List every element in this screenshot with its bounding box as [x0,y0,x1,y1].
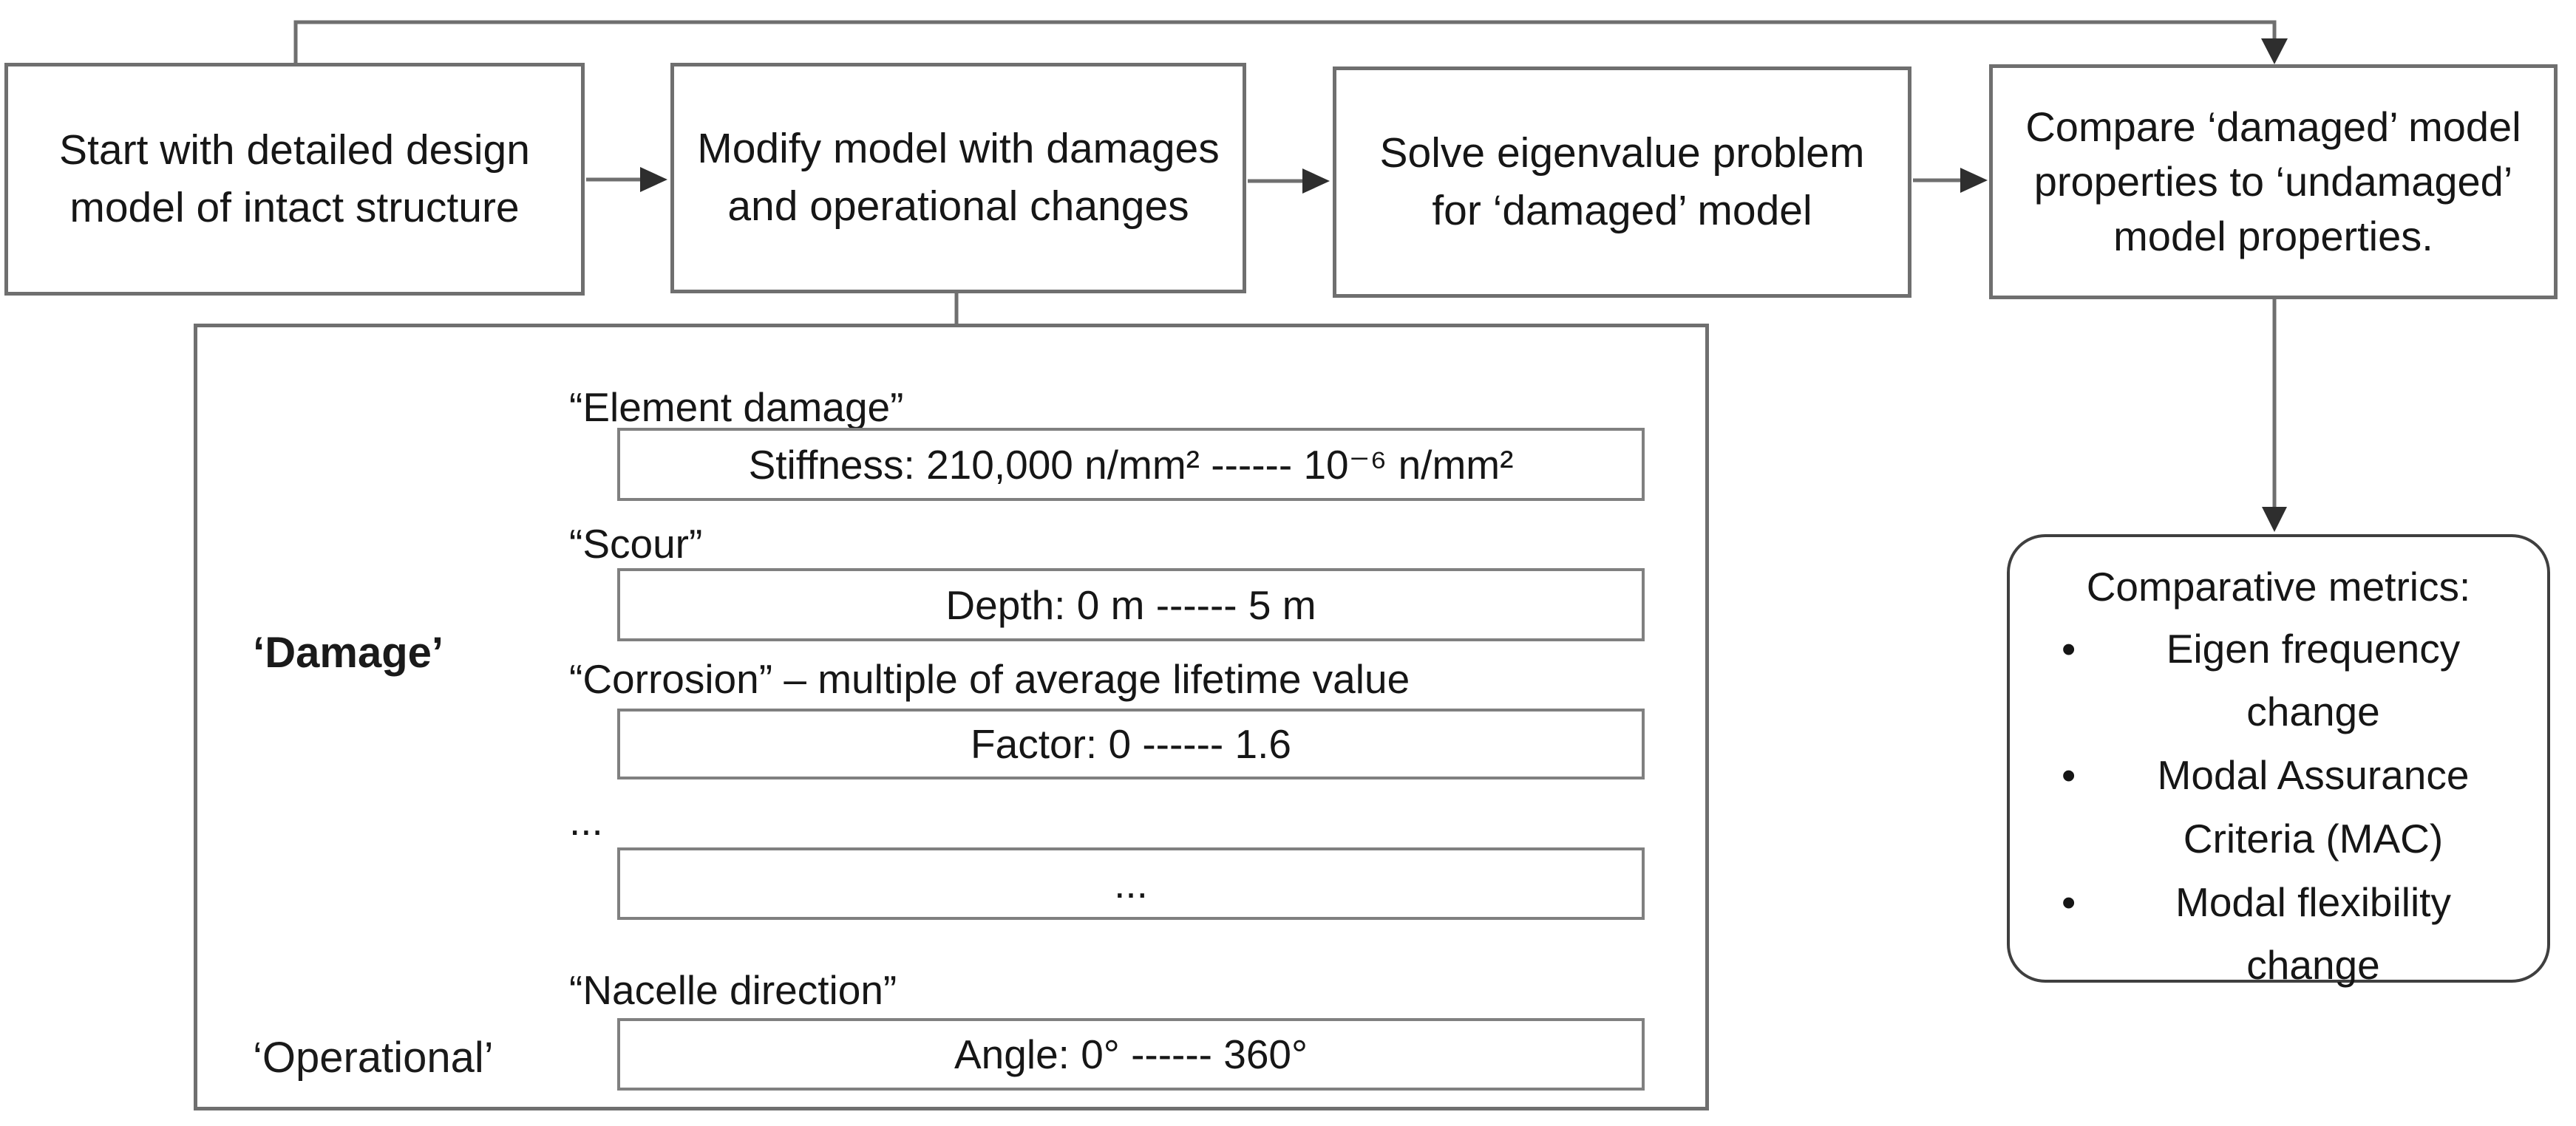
arrowhead-step4 [1960,168,1988,193]
metric-item-eigen-frequency: • Eigen frequency change [2062,618,2522,745]
metric-item-mac: • Modal Assurance Criteria (MAC) [2062,744,2522,871]
operational-group-label: ‘Operational’ [253,1034,494,1082]
param-label-scour: “Scour” [569,521,703,567]
parameters-container: “Element damage” Stiffness: 210,000 n/mm… [194,324,1709,1110]
comparative-metrics-box: Comparative metrics: • Eigen frequency c… [2007,534,2550,988]
bullet-icon: • [2062,752,2076,799]
param-range-angle: Angle: 0° ------ 360° [617,1018,1645,1091]
arrowhead-step3 [1302,168,1330,194]
damage-group-label: ‘Damage’ [253,629,444,677]
param-range-depth: Depth: 0 m ------ 5 m [617,568,1645,641]
param-label-nacelle-direction: “Nacelle direction” [569,967,897,1013]
param-label-corrosion: “Corrosion” – multiple of average lifeti… [569,656,1410,702]
metric-item-modal-flexibility: • Modal flexibility change [2062,871,2522,998]
step-box-start: Start with detailed design model of inta… [4,63,585,296]
metric-text: Modal flexibility change [2175,878,2451,989]
param-range-stiffness: Stiffness: 210,000 n/mm² ------ 10⁻⁶ n/m… [617,428,1645,501]
param-range-ellipsis: ... [617,847,1645,920]
metric-text: Modal Assurance Criteria (MAC) [2157,752,2470,861]
step-box-solve-eigenvalue: Solve eigenvalue problem for ‘damaged’ m… [1333,66,1911,298]
metrics-title: Comparative metrics: [2086,564,2471,610]
param-label-ellipsis: ... [569,798,603,844]
bullet-icon: • [2062,625,2076,672]
bullet-icon: • [2062,878,2076,925]
arrowhead-step2 [640,167,667,192]
param-range-factor: Factor: 0 ------ 1.6 [617,709,1645,779]
arrowhead-metrics [2262,507,2287,532]
arrowhead-into-step4-top [2261,38,2288,64]
feedback-line [293,20,2277,63]
metric-text: Eigen frequency change [2166,625,2461,735]
step-box-modify-model: Modify model with damages and operationa… [670,63,1246,293]
step-box-compare-properties: Compare ‘damaged’ model properties to ‘u… [1989,64,2558,299]
param-label-element-damage: “Element damage” [569,384,904,430]
